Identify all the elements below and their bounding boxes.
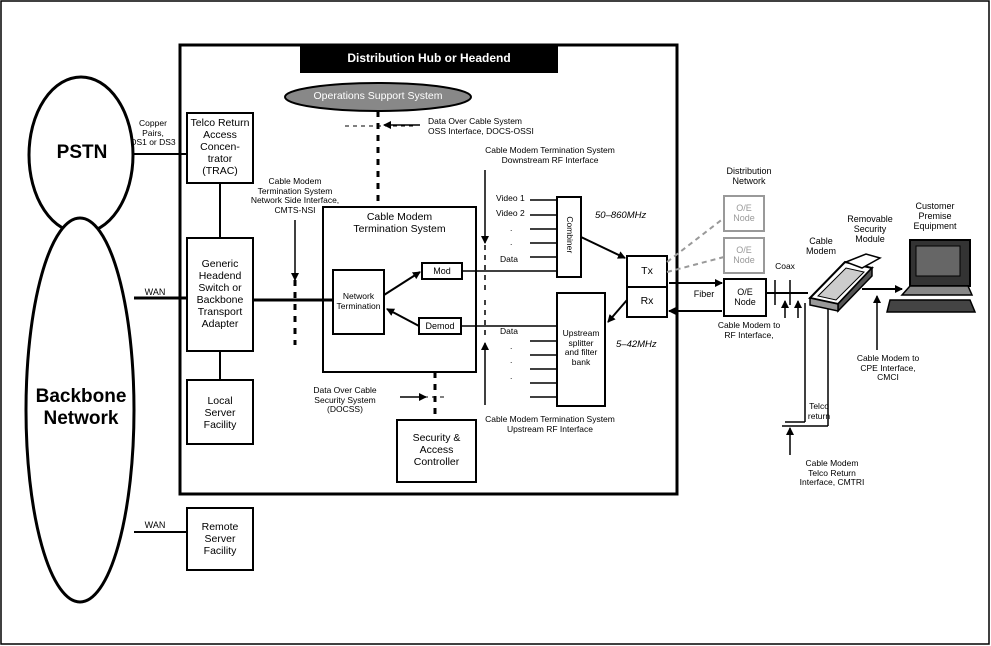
oe-node-grey-1-label: O/E Node	[733, 203, 755, 223]
telco-return-label: Telco return	[807, 401, 831, 421]
backbone-label: Backbone Network	[35, 386, 127, 429]
hub-title: Distribution Hub or Headend	[347, 51, 511, 65]
downstream-label: Cable Modem Termination System Downstrea…	[485, 145, 615, 165]
mod-label: Mod	[433, 266, 451, 276]
dots-label-2: .	[510, 237, 513, 247]
backbone-oval	[24, 216, 136, 604]
dots-label-5: .	[510, 371, 513, 381]
video2-label: Video 2	[496, 208, 525, 218]
remote-box	[186, 507, 254, 571]
fiber-label: Fiber	[693, 289, 715, 299]
freq-down-label: 50–860MHz	[595, 210, 647, 221]
pstn-label: PSTN	[56, 142, 108, 163]
cmtri-label: Cable Modem Telco Return Interface, CMTR…	[799, 458, 865, 487]
dist-net-label: Distribution Network	[726, 166, 772, 186]
copper-label: Copper Pairs, DS1 or DS3	[130, 118, 176, 147]
upstream-label: Cable Modem Termination System Upstream …	[485, 414, 615, 434]
cmts-label: Cable Modem Termination System	[353, 211, 446, 235]
rf-iface-label: Cable Modem to RF Interface,	[717, 320, 781, 340]
cmci-label: Cable Modem to CPE Interface, CMCI	[856, 353, 920, 382]
oe-node-grey-2	[723, 237, 765, 274]
removable-label: Removable Security Module	[847, 214, 893, 244]
security-box	[396, 419, 477, 483]
data-in-label: Data	[500, 254, 518, 264]
hub-title-bar	[300, 45, 558, 73]
docss-label: Data Over Cable Security System (DOCSS)	[313, 385, 377, 414]
oe-node-main	[723, 278, 767, 317]
wan-label-2: WAN	[144, 520, 166, 530]
local-label: Local Server Facility	[203, 395, 237, 431]
oe-node-grey-1	[723, 195, 765, 232]
freq-up-label: 5–42MHz	[616, 339, 657, 350]
oe-node-main-label: O/E Node	[734, 287, 756, 307]
net-term-label: Network Termination	[336, 291, 381, 311]
tx-label: Tx	[641, 265, 653, 277]
cable-modem-label: Cable Modem	[805, 236, 836, 256]
cmts-nsi-label: Cable Modem Termination System Network S…	[250, 176, 340, 215]
remote-label: Remote Server Facility	[201, 521, 239, 557]
security-label: Security & Access Controller	[412, 432, 461, 468]
video1-label: Video 1	[496, 193, 525, 203]
coax-label: Coax	[775, 261, 795, 271]
dots-label-1: .	[510, 223, 513, 233]
oss-label: Operations Support System	[313, 90, 443, 102]
dots-label-3: .	[510, 341, 513, 351]
oe-node-grey-2-label: O/E Node	[733, 245, 755, 265]
oss-interface-label: Data Over Cable System OSS Interface, DO…	[428, 116, 534, 136]
combiner-label: Combiner	[564, 216, 575, 254]
security-module	[843, 253, 882, 269]
generic-label: Generic Headend Switch or Backbone Trans…	[196, 258, 244, 330]
trac-label: Telco Return Access Concen- trator (TRAC…	[190, 117, 250, 177]
net-term-box	[332, 269, 385, 335]
splitter-label: Upstream splitter and filter bank	[562, 328, 600, 367]
wan-label-1: WAN	[144, 287, 166, 297]
cpe-label: Customer Premise Equipment	[913, 201, 957, 231]
cpe-keyboard	[886, 299, 977, 313]
dots-label-4: .	[510, 355, 513, 365]
cmts-box	[322, 206, 477, 373]
demod-label: Demod	[425, 321, 455, 331]
splitter-box	[556, 292, 606, 407]
rx-label: Rx	[640, 295, 654, 307]
data-out-label: Data	[500, 326, 518, 336]
